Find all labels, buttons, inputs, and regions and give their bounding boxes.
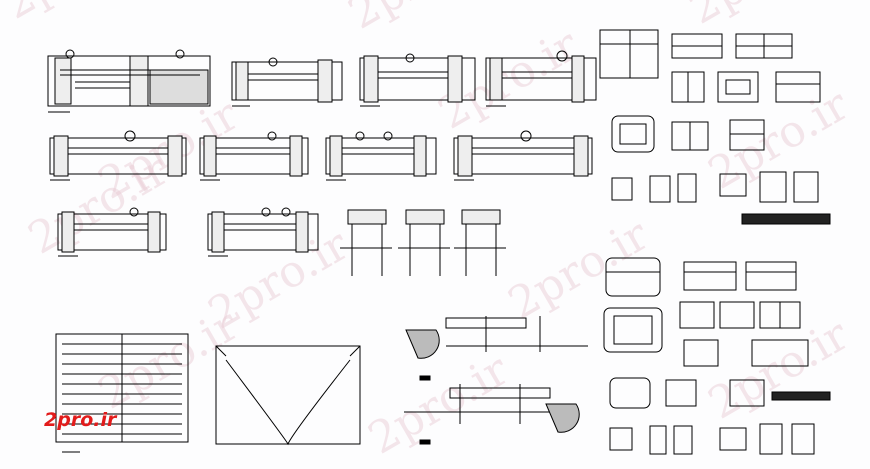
watermark-text: 2pro.ir <box>700 79 858 200</box>
wall-detail <box>453 130 593 181</box>
wall-detail <box>359 53 476 107</box>
watermark-text: 2pro.ir <box>360 344 518 465</box>
threshold-details <box>404 316 588 445</box>
wall-detail <box>485 50 597 107</box>
wall-detail <box>49 130 187 181</box>
door-elevations <box>55 333 361 453</box>
row2-wall-details <box>49 130 593 181</box>
row1-wall-details <box>47 49 597 113</box>
wall-detail <box>57 207 167 257</box>
column-detail <box>454 209 506 276</box>
cabinet-elevations-bottom <box>603 257 831 455</box>
wall-detail <box>325 131 437 181</box>
watermark-text: 2pro.ir <box>340 0 498 40</box>
cabinet-elevations-top <box>599 29 831 225</box>
watermark-text: 2pro.ir <box>680 0 838 35</box>
wall-detail <box>207 207 319 257</box>
column-detail <box>340 209 392 276</box>
column-detail <box>398 209 450 276</box>
row3-wall-details <box>57 207 506 276</box>
wall-detail <box>199 131 309 181</box>
watermark-text: 2pro.ir <box>90 299 248 420</box>
brand-watermark-label: 2pro.ir <box>44 409 117 431</box>
watermark-text: 2pro.ir <box>500 209 658 330</box>
watermark-text: 2pro.ir <box>0 0 153 30</box>
elevation-box <box>599 29 659 79</box>
wall-detail <box>231 57 343 107</box>
wall-detail <box>47 49 211 113</box>
double-door <box>215 345 361 445</box>
watermark-text: 2pro.ir <box>700 309 858 430</box>
